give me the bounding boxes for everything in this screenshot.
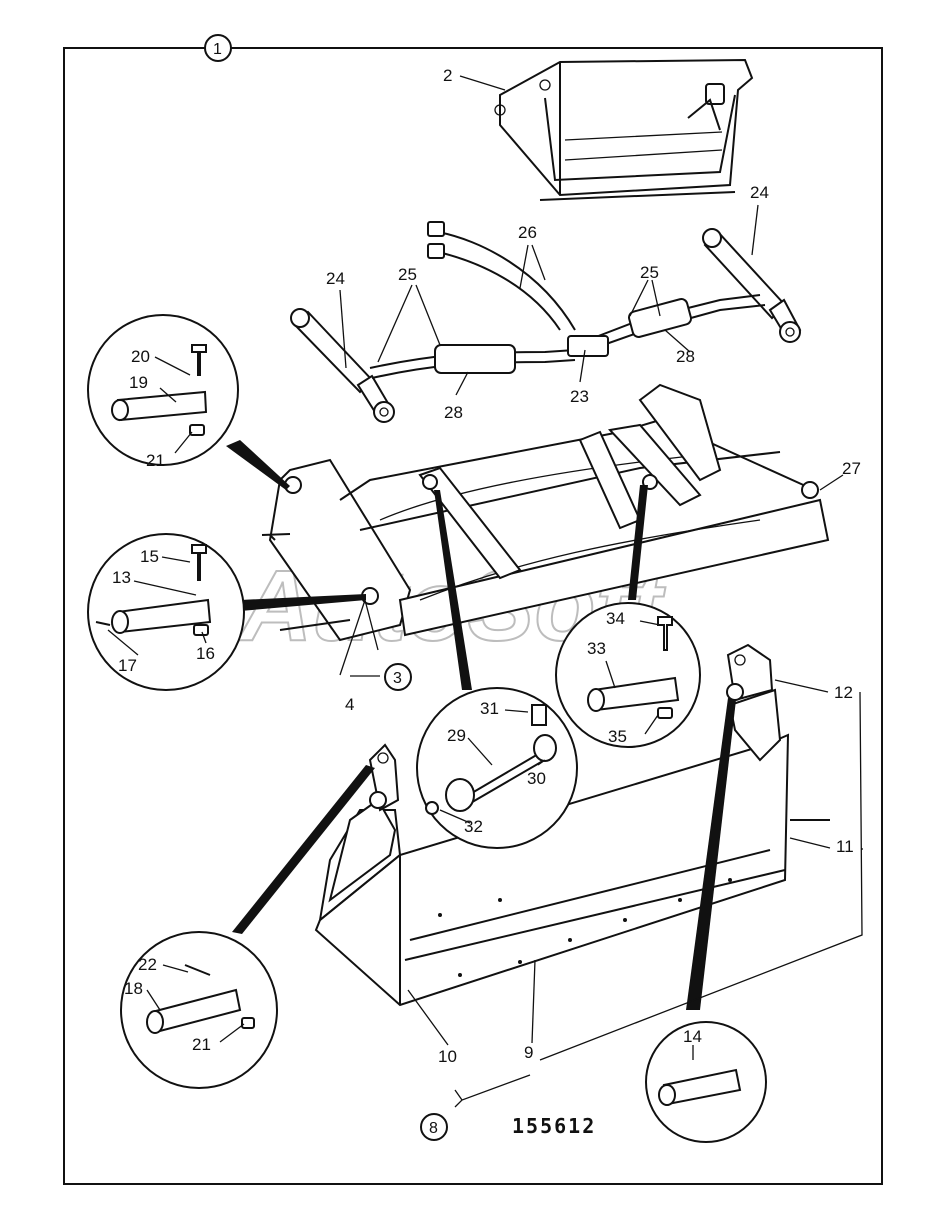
label-3: 3 (393, 670, 402, 687)
bucket-part-8 (314, 643, 830, 1007)
label-25-left: 25 (398, 265, 417, 284)
label-28-left: 28 (444, 403, 463, 422)
label-30: 30 (527, 769, 546, 788)
callout-8-circle (420, 1113, 448, 1141)
label-33: 33 (587, 639, 606, 658)
leader-band-18 (232, 765, 375, 934)
label-15: 15 (140, 547, 159, 566)
label-23: 23 (570, 387, 589, 406)
label-34: 34 (606, 609, 625, 628)
label-26: 26 (518, 223, 537, 242)
leader-band-19 (226, 440, 290, 490)
label-11: 11 (836, 837, 854, 856)
label-12: 12 (834, 683, 853, 702)
label-35: 35 (608, 727, 627, 746)
small-bucket-part-2 (494, 58, 754, 201)
label-22: 22 (138, 955, 157, 974)
ram-right-part-24 (702, 228, 802, 343)
label-27: 27 (842, 459, 861, 478)
label-16: 16 (196, 644, 215, 663)
inset-pin-14 (645, 1021, 767, 1143)
label-2: 2 (443, 66, 452, 85)
ram-left-part-24 (290, 308, 395, 423)
label-31: 31 (480, 699, 499, 718)
label-28-right: 28 (676, 347, 695, 366)
label-9: 9 (524, 1043, 533, 1062)
label-25-right: 25 (640, 263, 659, 282)
part-labels: 1 2 24 26 24 25 25 28 23 28 27 20 19 21 … (112, 34, 861, 1141)
callout-1-circle (204, 34, 232, 62)
label-17: 17 (118, 656, 137, 675)
callout-3-circle (384, 663, 412, 691)
leader-band-13 (240, 594, 366, 611)
inset-pin-33 (555, 602, 701, 748)
leader-band-14 (686, 698, 736, 1010)
label-18: 18 (124, 979, 143, 998)
drawing-number: 155612 (512, 1114, 596, 1138)
label-1: 1 (213, 41, 222, 58)
label-20: 20 (131, 347, 150, 366)
leader-lines (107, 47, 882, 1108)
label-14: 14 (683, 1027, 702, 1046)
hoses-part-25-26-28 (369, 221, 766, 379)
loader-frame-part-3 (261, 383, 830, 642)
label-32: 32 (464, 817, 483, 836)
label-19: 19 (129, 373, 148, 392)
inset-pin-18 (120, 931, 278, 1089)
leader-band-31 (434, 490, 472, 690)
label-21-top: 21 (146, 451, 165, 470)
left-bracket-ears (368, 743, 400, 812)
label-24-left: 24 (326, 269, 345, 288)
leader-band-33 (628, 485, 648, 600)
label-4: 4 (345, 695, 354, 714)
label-29: 29 (447, 726, 466, 745)
right-bracket-ears (726, 643, 774, 702)
label-13: 13 (112, 568, 131, 587)
label-24-right: 24 (750, 183, 769, 202)
label-10: 10 (438, 1047, 457, 1066)
label-21-bottom: 21 (192, 1035, 211, 1054)
label-8: 8 (429, 1120, 438, 1137)
inset-pin-13 (87, 533, 245, 691)
bucket-bolts (438, 878, 732, 977)
inset-pin-29 (416, 687, 578, 849)
